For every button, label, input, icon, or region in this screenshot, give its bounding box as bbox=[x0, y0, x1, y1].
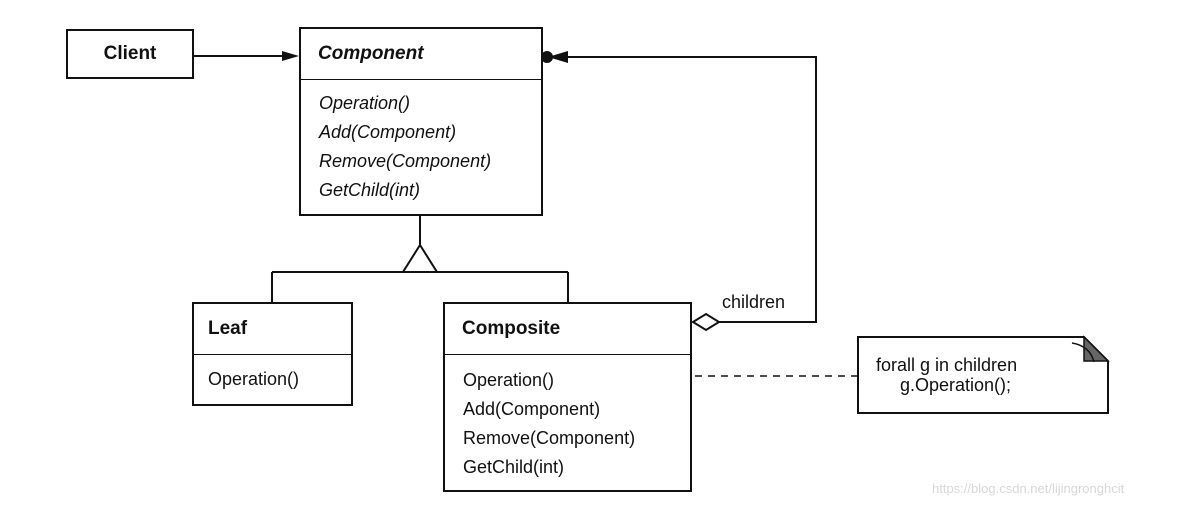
children-role-label: children bbox=[722, 292, 786, 312]
note-line-1: forall g in children bbox=[876, 355, 1018, 375]
note-outline bbox=[857, 336, 1109, 414]
component-divider bbox=[301, 79, 541, 80]
composite-operation: Remove(Component) bbox=[463, 428, 636, 448]
component-class[interactable]: Component Operation() Add(Component) Rem… bbox=[299, 27, 543, 216]
association-arrowhead bbox=[282, 51, 299, 61]
leaf-name: Leaf bbox=[208, 318, 248, 339]
composite-name: Composite bbox=[462, 318, 561, 339]
component-name: Component bbox=[318, 43, 424, 64]
component-operation: Add(Component) bbox=[319, 122, 457, 142]
component-operation: Operation() bbox=[319, 93, 411, 113]
composite-operation: Operation() bbox=[463, 370, 555, 390]
implementation-note[interactable]: forall g in children g.Operation(); bbox=[858, 337, 1108, 413]
composite-operations: Operation() Add(Component) Remove(Compon… bbox=[463, 366, 635, 482]
composite-class[interactable]: Composite Operation() Add(Component) Rem… bbox=[443, 302, 692, 492]
note-line-2: g.Operation(); bbox=[900, 375, 1012, 395]
inheritance-triangle bbox=[401, 243, 439, 273]
component-operation: GetChild(int) bbox=[319, 180, 421, 200]
composite-operation: Add(Component) bbox=[463, 399, 601, 419]
leaf-divider bbox=[194, 354, 351, 355]
leaf-operation: Operation() bbox=[208, 369, 300, 389]
children-aggregation-line bbox=[566, 56, 817, 323]
composite-divider bbox=[445, 354, 690, 355]
note-text: forall g in children g.Operation(); bbox=[876, 355, 1017, 395]
multiplicity-arrowhead bbox=[548, 51, 568, 63]
aggregation-diamond bbox=[691, 312, 721, 332]
component-operations: Operation() Add(Component) Remove(Compon… bbox=[319, 89, 491, 205]
client-name: Client bbox=[103, 43, 157, 64]
note-fold-curl bbox=[1071, 342, 1095, 363]
multiplicity-dot bbox=[541, 51, 553, 63]
composite-operation: GetChild(int) bbox=[463, 457, 565, 477]
leaf-class[interactable]: Leaf Operation() bbox=[192, 302, 353, 406]
note-fold bbox=[1083, 335, 1110, 362]
component-operation: Remove(Component) bbox=[319, 151, 492, 171]
client-class[interactable]: Client bbox=[66, 29, 194, 79]
watermark: https://blog.csdn.net/lijingronghcit bbox=[932, 481, 1125, 496]
leaf-operations: Operation() bbox=[208, 365, 299, 394]
